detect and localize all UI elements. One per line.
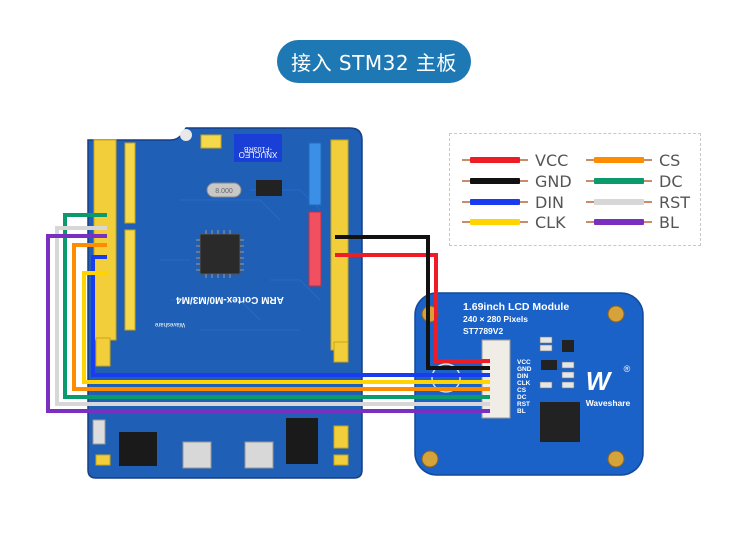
lcd-resolution: 240 × 280 Pixels bbox=[463, 314, 528, 324]
lcd-title: 1.69inch LCD Module bbox=[463, 301, 569, 313]
mounting-hole bbox=[180, 129, 192, 141]
board-id-label bbox=[234, 134, 282, 162]
legend-label: VCC bbox=[535, 150, 569, 170]
legend-label: RST bbox=[659, 192, 691, 212]
wire-cs bbox=[72, 243, 490, 391]
cn5-header-lower bbox=[124, 229, 136, 331]
lcd-pin-label: DIN bbox=[517, 373, 529, 380]
legend-wire-swatch bbox=[586, 199, 652, 205]
mcu-chip bbox=[199, 233, 241, 275]
registered-icon: ® bbox=[624, 364, 631, 374]
legend-item-clk: CLK bbox=[462, 212, 566, 232]
lcd-pin-label: DC bbox=[517, 394, 527, 401]
legend-wire-swatch bbox=[586, 178, 652, 184]
mounting-hole bbox=[607, 305, 625, 323]
legend-wire-swatch bbox=[586, 219, 652, 225]
lcd-pin-labels: VCC GND DIN CLK CS DC RST BL bbox=[517, 359, 532, 415]
power-header bbox=[308, 211, 322, 287]
swd-header bbox=[119, 432, 157, 466]
legend-label: CLK bbox=[535, 212, 566, 232]
crystal-label: 8.000 bbox=[215, 188, 233, 195]
legend-wire-swatch bbox=[462, 157, 528, 163]
legend-wire-swatch bbox=[462, 178, 528, 184]
jumper-bottom-left bbox=[95, 454, 111, 466]
usb-port-1 bbox=[182, 441, 212, 469]
title-banner: 接入 STM32 主板 bbox=[277, 40, 471, 83]
cn4-header bbox=[200, 134, 222, 149]
lcd-pin-label: GND bbox=[517, 366, 532, 373]
jumper-block-right bbox=[333, 341, 349, 363]
wire-clk bbox=[82, 271, 490, 384]
legend-label: DC bbox=[659, 171, 683, 191]
wires bbox=[46, 213, 490, 413]
board-brand: Waveshare bbox=[154, 321, 185, 327]
wire-dc bbox=[63, 213, 490, 399]
legend-item-dc: DC bbox=[586, 171, 683, 191]
usb-port-2 bbox=[244, 441, 274, 469]
wire-vcc bbox=[335, 253, 490, 363]
wire-bl bbox=[46, 234, 490, 413]
jumper-power bbox=[333, 425, 349, 449]
mounting-hole bbox=[607, 450, 625, 468]
legend-item-bl: BL bbox=[586, 212, 679, 232]
wire-color-legend: VCC GND DIN CLK CS DC RST BL bbox=[449, 133, 701, 246]
jumper-bottom-right bbox=[333, 454, 349, 466]
cn7-header bbox=[330, 139, 349, 351]
regulator-chip bbox=[256, 180, 282, 196]
legend-label: DIN bbox=[535, 192, 565, 212]
legend-item-vcc: VCC bbox=[462, 150, 568, 170]
lcd-fpc-connector bbox=[481, 339, 511, 419]
lcd-transistor bbox=[541, 360, 557, 370]
lcd-pin-label: CLK bbox=[517, 380, 531, 387]
cn10-header bbox=[93, 139, 117, 341]
chip-label: -F103RB bbox=[244, 145, 272, 152]
legend-item-gnd: GND bbox=[462, 171, 572, 191]
wire-gnd bbox=[335, 235, 490, 370]
stm32-main-board: -F103RB XNUCLEO 8.000 ARM Cortex-M0/M3/M… bbox=[87, 127, 363, 479]
waveshare-logo-icon: W bbox=[586, 366, 613, 396]
lcd-driver: ST7789V2 bbox=[463, 326, 503, 336]
legend-label: BL bbox=[659, 212, 679, 232]
wire-din bbox=[91, 255, 490, 377]
lcd-regulator bbox=[562, 340, 574, 352]
legend-wire-swatch bbox=[462, 199, 528, 205]
nucleo-label: XNUCLEO bbox=[239, 150, 278, 159]
board-name: ARM Cortex-M0/M3/M4 bbox=[176, 294, 284, 305]
legend-item-din: DIN bbox=[462, 192, 564, 212]
legend-label: CS bbox=[659, 150, 681, 170]
legend-wire-swatch bbox=[586, 157, 652, 163]
lcd-pin-label: BL bbox=[517, 408, 526, 415]
wire-rst bbox=[55, 226, 490, 406]
lcd-pin-label: VCC bbox=[517, 359, 531, 366]
mounting-hole bbox=[421, 305, 439, 323]
analog-header bbox=[308, 142, 322, 206]
lcd-pin-label: RST bbox=[517, 401, 530, 408]
power-jack bbox=[286, 418, 318, 464]
legend-label: GND bbox=[535, 171, 572, 191]
reset-button[interactable] bbox=[92, 419, 106, 445]
legend-wire-swatch bbox=[462, 219, 528, 225]
lcd-brand: Waveshare bbox=[586, 398, 631, 408]
cn9-header-upper bbox=[124, 142, 136, 224]
lcd-module-board: 1.69inch LCD Module 240 × 280 Pixels ST7… bbox=[414, 292, 644, 476]
lcd-driver-ic bbox=[540, 402, 580, 442]
jumper-block-left bbox=[95, 337, 111, 367]
title-text: 接入 STM32 主板 bbox=[291, 51, 457, 75]
crystal-oscillator bbox=[206, 182, 242, 198]
legend-item-cs: CS bbox=[586, 150, 680, 170]
legend-item-rst: RST bbox=[586, 192, 690, 212]
mounting-hole bbox=[421, 450, 439, 468]
lcd-pin-label: CS bbox=[517, 387, 527, 394]
